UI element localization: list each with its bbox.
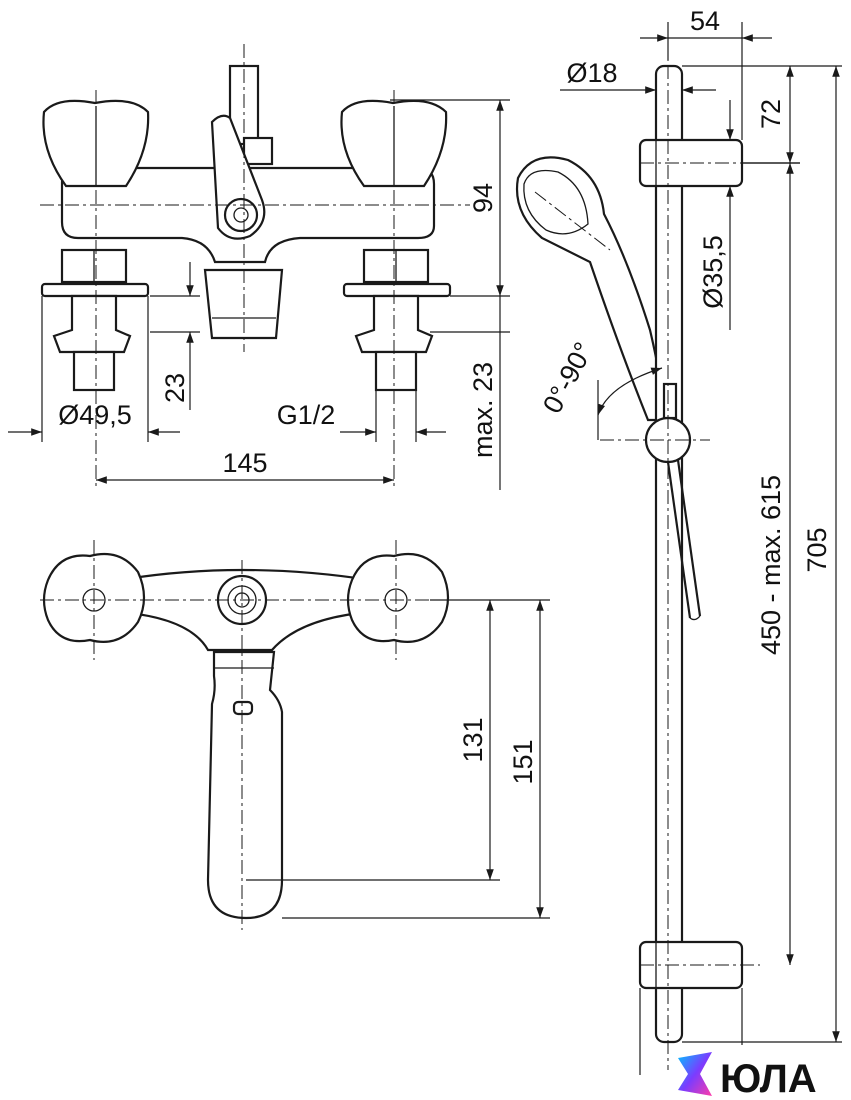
left-rosette xyxy=(40,282,150,298)
dim-label-145: 145 xyxy=(222,448,267,478)
hose-line-2 xyxy=(666,461,692,619)
right-inlet-pipe xyxy=(374,350,418,392)
diverter-knob xyxy=(223,197,259,233)
hose-line-1 xyxy=(676,459,702,617)
hand-shower xyxy=(516,156,666,422)
top-spout xyxy=(206,650,284,920)
dim-label-705: 705 xyxy=(802,527,832,572)
yula-logo-icon xyxy=(678,1052,712,1096)
shower-head-face xyxy=(523,169,589,235)
right-rosette xyxy=(342,282,452,298)
dim-label-diameter-18: Ø18 xyxy=(566,58,617,88)
dim-label-450-615: 450 - max. 615 xyxy=(756,475,786,655)
dim-label-131: 131 xyxy=(458,717,488,762)
top-right-handle xyxy=(346,552,450,643)
dim-label-g1-2: G1/2 xyxy=(277,400,336,430)
top-view-mixer xyxy=(40,540,500,930)
diverter-knob-center xyxy=(233,207,249,223)
rail-bar xyxy=(654,64,684,1044)
dim-label-angle: 0°-90° xyxy=(537,337,599,418)
rail-dimensions: 54 Ø18 72 Ø35,5 450 - max. 615 705 0°-90… xyxy=(537,6,842,1075)
dim-label-max23: max. 23 xyxy=(468,362,498,458)
yula-logo-text: ЮЛА xyxy=(720,1057,817,1100)
dim-label-diameter-49-5: Ø49,5 xyxy=(58,400,132,430)
diverter-sleeve xyxy=(242,136,274,166)
left-inlet-pipe xyxy=(72,350,116,392)
left-eccentric xyxy=(52,294,132,354)
top-view-dimensions: 131 151 xyxy=(246,599,550,919)
dim-label-72: 72 xyxy=(756,99,786,129)
dim-label-151: 151 xyxy=(508,739,538,784)
front-view-mixer xyxy=(40,44,470,490)
slider-clip xyxy=(662,382,678,420)
shower-rail xyxy=(516,40,760,1070)
dim-label-23: 23 xyxy=(160,373,190,403)
front-view-dimensions: 94 max. 23 23 Ø49,5 G1/2 145 xyxy=(8,99,510,490)
dim-label-diameter-35-5: Ø35,5 xyxy=(698,235,728,309)
dim-label-94: 94 xyxy=(468,183,498,213)
dim-label-54: 54 xyxy=(690,6,720,36)
angle-arc xyxy=(597,367,663,416)
yula-logo: ЮЛА xyxy=(678,1052,817,1100)
